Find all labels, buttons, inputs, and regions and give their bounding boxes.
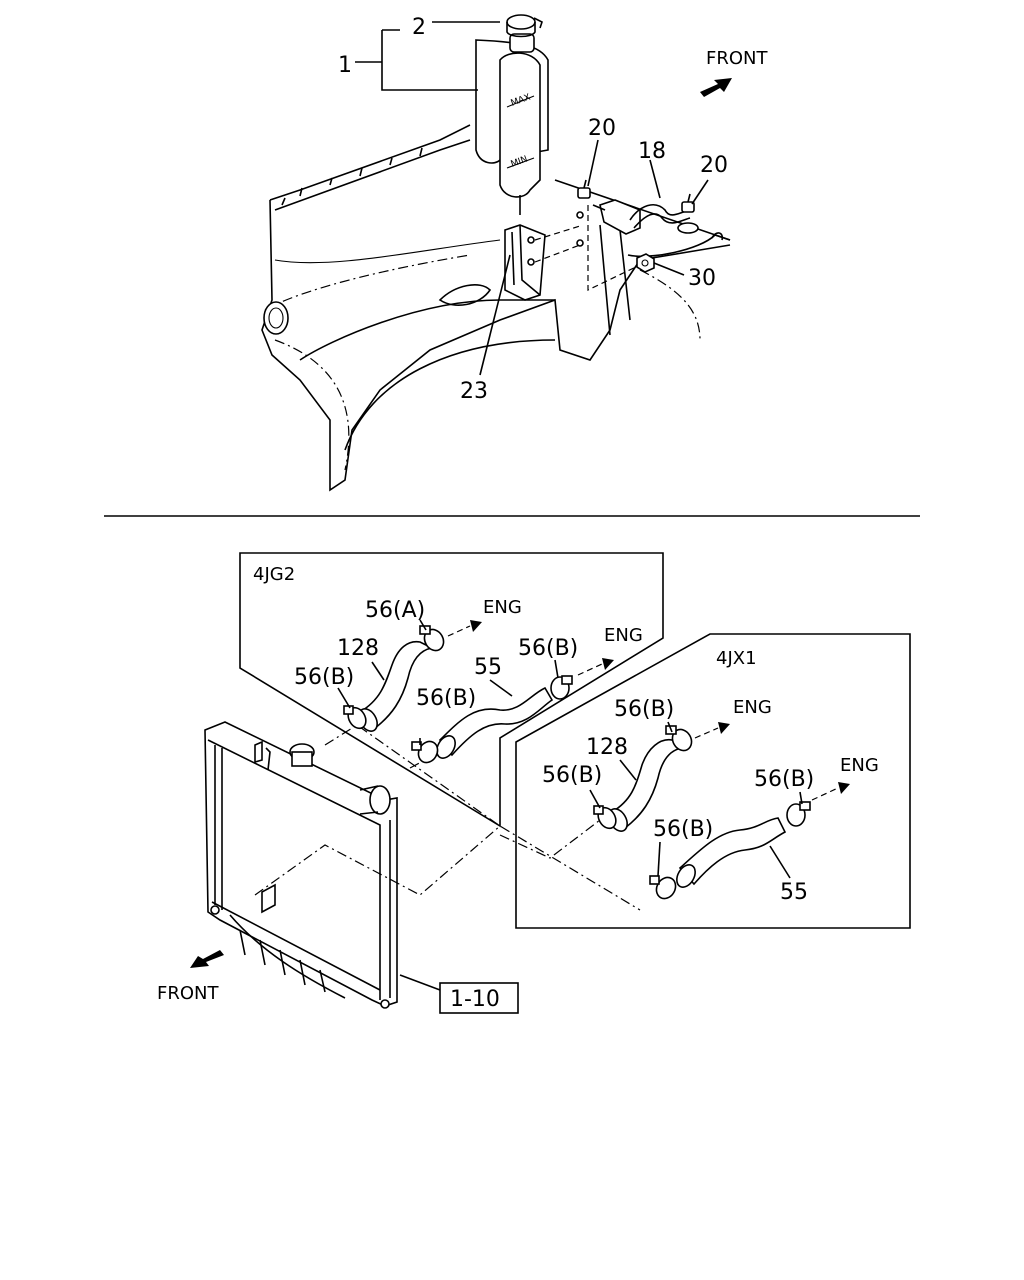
- overflow-hose: [587, 199, 699, 291]
- clamp-56b-4jg2-upper: [550, 675, 573, 700]
- callout-128-4jg2: 128: [337, 636, 379, 661]
- front-arrow-top: [700, 78, 732, 97]
- callout-20-left: 20: [588, 116, 616, 141]
- callout-20-right: 20: [700, 153, 728, 178]
- 4jx1-lower-leader: [499, 819, 601, 859]
- tank-bracket: [504, 211, 584, 301]
- clamp-56b-4jx1-lower: [649, 875, 677, 900]
- eng-arrows: [447, 620, 850, 801]
- callout-56b-4jx1-mid: 56(B): [542, 763, 602, 788]
- clamp-56b-4jx1-right: [786, 801, 811, 827]
- inner-fender-panel: [261, 124, 731, 492]
- clamp-56b-4jg2-lower: [411, 740, 439, 764]
- callout-56b-4jx1-lower: 56(B): [653, 817, 713, 842]
- upper-hose-leader: [324, 724, 501, 827]
- callout-30: 30: [688, 266, 716, 291]
- mounting-nut: [636, 253, 655, 273]
- box-4jg2: [239, 552, 664, 828]
- reservoir-tank: MAX MIN: [475, 14, 549, 215]
- callout-56b-4jx1-top: 56(B): [614, 697, 674, 722]
- callout-56b-4jg2-left: 56(B): [294, 665, 354, 690]
- hose-55-4jg2: [436, 686, 554, 759]
- eng-label-4jg2-2: ENG: [604, 625, 643, 646]
- callout-128-4jx1: 128: [586, 735, 628, 760]
- callout-18: 18: [638, 139, 666, 164]
- callout-55-4jx1: 55: [780, 880, 808, 905]
- bottom-leaders: [337, 619, 803, 991]
- clamp-56a-4jg2: [419, 625, 445, 652]
- eng-label-4jx1-1: ENG: [733, 697, 772, 718]
- radiator: [204, 721, 398, 1009]
- box-4jx1: [515, 633, 911, 929]
- bottom-illustration: [190, 552, 911, 1014]
- ref-box: [439, 982, 519, 1014]
- callout-56a-4jg2: 56(A): [365, 598, 425, 623]
- ref-label: 1-10: [450, 987, 500, 1012]
- eng-label-4jg2-1: ENG: [483, 597, 522, 618]
- hose-55-4jx1: [676, 817, 787, 888]
- callout-23: 23: [460, 379, 488, 404]
- top-leaders: [355, 21, 709, 376]
- title-4jg2: 4JG2: [253, 564, 295, 585]
- callout-1: 1: [338, 53, 352, 78]
- callout-2: 2: [412, 15, 426, 40]
- front-label-bottom: FRONT: [157, 983, 219, 1004]
- hose-clip-left: [577, 179, 591, 199]
- hose-clip-right: [681, 193, 695, 213]
- front-label-top: FRONT: [706, 48, 768, 69]
- top-illustration: MAX MIN: [261, 14, 768, 492]
- eng-label-4jx1-2: ENG: [840, 755, 879, 776]
- callout-55-4jg2: 55: [474, 655, 502, 680]
- title-4jx1: 4JX1: [716, 648, 757, 669]
- callout-56b-4jx1-right: 56(B): [754, 767, 814, 792]
- callout-56b-4jg2-upper: 56(B): [518, 636, 578, 661]
- front-arrow-bottom: [190, 950, 224, 968]
- callout-56b-4jg2-lower: 56(B): [416, 686, 476, 711]
